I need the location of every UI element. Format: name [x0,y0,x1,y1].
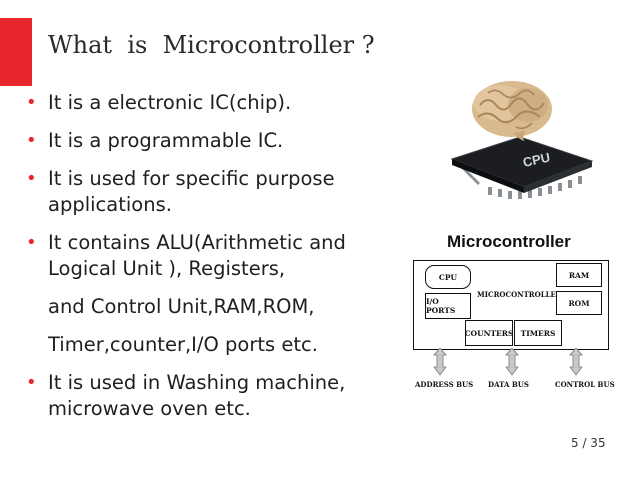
bullet-text: It is used for specific purpose applicat… [48,167,335,216]
page-number: 5 / 35 [571,436,606,450]
accent-bar [0,18,32,86]
bullet-text: It is a electronic IC(chip). [48,91,292,114]
bullet-text: It contains ALU(Arithmetic and Logical U… [48,231,346,280]
chip-label: CPU [522,150,552,170]
control-bus-label: CONTROL BUS [555,380,615,389]
bullet-item: • It is a programmable IC. [26,128,406,154]
address-bus-label: ADDRESS BUS [415,380,474,389]
brain-icon [472,81,552,141]
slide-title: What is Microcontroller ? [48,31,375,59]
counters-block: COUNTERS [465,320,513,346]
diagram-title: Microcontroller [447,232,571,251]
bullet-dot-icon: • [26,92,37,113]
data-bus-arrow-icon [505,348,519,376]
bullet-dot-icon: • [26,372,37,393]
bullet-text: It is a programmable IC. [48,129,284,152]
bullet-item: • It contains ALU(Arithmetic and Logical… [26,230,398,282]
control-bus-arrow-icon [569,348,583,376]
microcontroller-diagram: CPU I/O PORTS MICROCONTROLLER RAM ROM CO… [400,255,622,395]
bullet-continuation: and Control Unit,RAM,ROM, [48,295,315,318]
bullet-continuation: Timer,counter,I/O ports etc. [48,333,318,356]
bullet-dot-icon: • [26,168,37,189]
io-ports-block: I/O PORTS [425,293,471,319]
bullet-dot-icon: • [26,232,37,253]
microcontroller-label: MICROCONTROLLER [477,290,562,299]
bullet-item: • It is used in Washing machine, microwa… [26,370,408,422]
bus-arrows [433,348,583,376]
bullet-text: It is used in Washing machine, microwave… [48,371,346,420]
address-bus-arrow-icon [433,348,447,376]
timers-block: TIMERS [514,320,562,346]
bullet-item: • It is a electronic IC(chip). [26,90,406,116]
brain-cpu-image: CPU [450,81,594,199]
bullet-dot-icon: • [26,130,37,151]
data-bus-label: DATA BUS [488,380,529,389]
bullet-list: • It is a electronic IC(chip). • It is a… [26,90,406,434]
cpu-block: CPU [425,265,471,289]
ram-block: RAM [556,263,602,287]
bullet-item: • It is used for specific purpose applic… [26,166,388,218]
rom-block: ROM [556,291,602,315]
